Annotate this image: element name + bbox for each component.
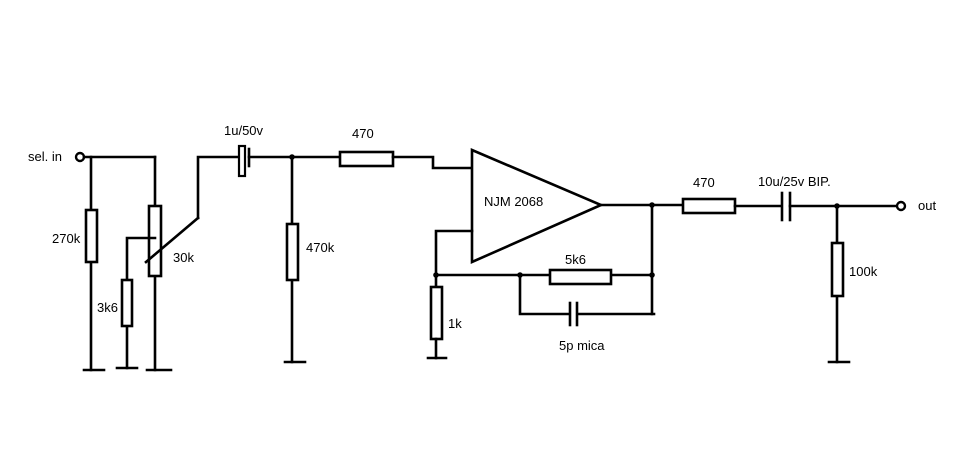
resistor-470-out-label: 470 <box>693 175 715 190</box>
resistor-270k <box>84 208 99 264</box>
resistor-5k6 <box>548 268 613 286</box>
wire-3k6 <box>125 236 157 370</box>
resistor-1k <box>429 285 444 341</box>
output-terminal <box>895 200 907 212</box>
wire-wiper <box>196 155 243 220</box>
resistor-470-in-label: 470 <box>352 126 374 141</box>
opamp-triangle <box>470 148 605 264</box>
capacitor-1u-label: 1u/50v <box>224 123 264 138</box>
potentiometer-30k <box>147 204 163 278</box>
capacitor-5p-label: 5p mica <box>559 338 605 353</box>
wire-opamp-minus <box>434 229 474 289</box>
resistor-470k-label: 470k <box>306 240 335 255</box>
resistor-100k-label: 100k <box>849 264 878 279</box>
opamp-label: NJM 2068 <box>484 194 543 209</box>
resistor-100k <box>830 241 845 298</box>
resistor-1k-label: 1k <box>448 316 462 331</box>
input-label: sel. in <box>28 149 62 164</box>
resistor-470k <box>285 222 300 282</box>
capacitor-10u-label: 10u/25v BIP. <box>758 174 831 189</box>
capacitor-1u-plate <box>237 144 247 178</box>
junction-fb-right <box>649 272 655 278</box>
resistor-5k6-label: 5k6 <box>565 252 586 267</box>
wire-5p <box>518 273 656 316</box>
resistor-470-in <box>338 150 395 168</box>
resistor-3k6-label: 3k6 <box>97 300 118 315</box>
resistor-3k6 <box>120 278 134 328</box>
junction-out <box>649 202 655 208</box>
pot-wiper-arrow <box>144 216 200 264</box>
wire-to-opamp-plus <box>391 155 474 170</box>
resistor-270k-label: 270k <box>52 231 81 246</box>
potentiometer-label: 30k <box>173 250 194 265</box>
resistor-470-out <box>681 197 737 215</box>
output-label: out <box>918 198 936 213</box>
